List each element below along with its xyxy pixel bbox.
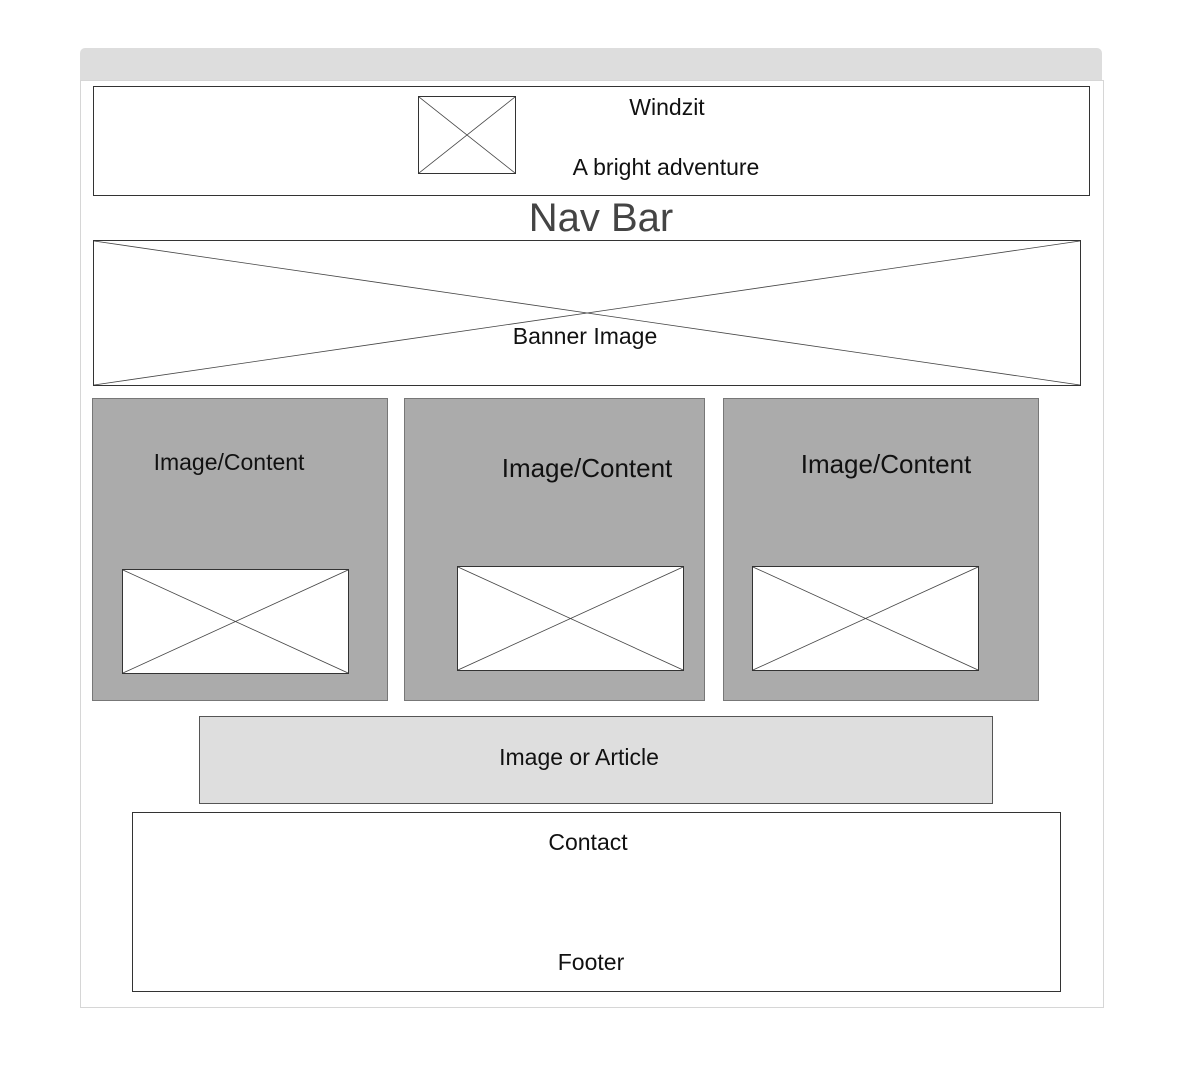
site-name: Windzit (629, 94, 705, 120)
content-card-label: Image/Content (501, 453, 673, 483)
site-footer (132, 812, 1061, 992)
nav-bar[interactable]: Nav Bar (528, 196, 674, 240)
contact-link[interactable]: Contact (548, 829, 628, 855)
content-image-placeholder-icon (122, 569, 349, 674)
footer-label: Footer (557, 949, 625, 975)
content-card-label: Image/Content (800, 449, 972, 479)
article-block[interactable] (199, 716, 993, 804)
banner-label: Banner Image (512, 323, 658, 349)
article-label: Image or Article (499, 744, 659, 770)
site-header (93, 86, 1090, 196)
content-image-placeholder-icon (457, 566, 684, 671)
banner-image-placeholder (93, 240, 1081, 386)
content-card-label: Image/Content (153, 449, 305, 475)
logo-image-placeholder-icon (418, 96, 516, 174)
content-image-placeholder-icon (752, 566, 979, 671)
site-tagline: A bright adventure (572, 154, 760, 180)
browser-title-bar (80, 48, 1102, 80)
